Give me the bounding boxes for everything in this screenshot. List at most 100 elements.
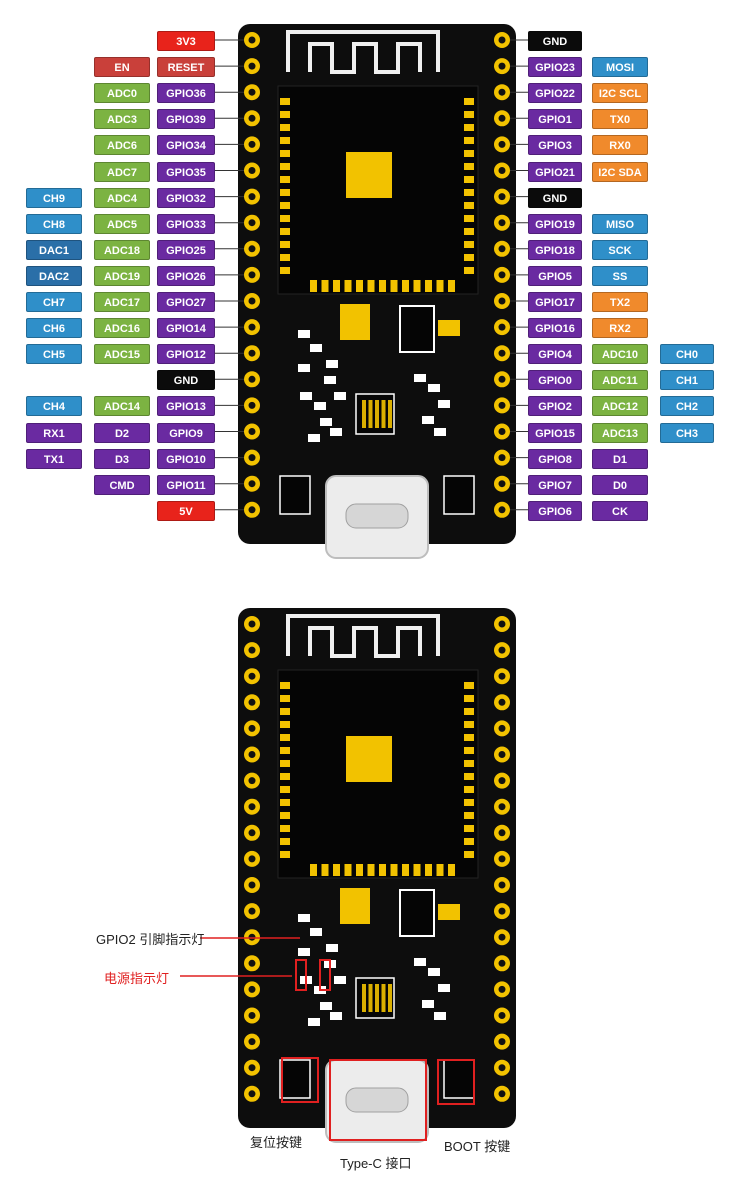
header-pin-hole — [498, 114, 506, 122]
left-pin-label: GPIO13 — [157, 396, 215, 417]
left-func-label: RX1 — [26, 422, 82, 443]
right-pin-label: GPIO23 — [528, 57, 582, 78]
chip-pad — [362, 984, 366, 1012]
reset-button-highlight — [281, 1057, 319, 1103]
header-pin-hole — [498, 698, 506, 706]
header-pin-hole — [248, 829, 256, 837]
antenna-trace — [286, 30, 440, 74]
smd-component — [330, 1012, 342, 1020]
right-pin-label: GPIO19 — [528, 213, 582, 234]
header-pin-hole — [498, 751, 506, 758]
right-func-label: ADC11 — [592, 370, 648, 391]
header-pin-hole — [248, 428, 256, 435]
left-pin-label: GPIO26 — [157, 265, 215, 286]
regulator-chip — [399, 889, 435, 937]
module-pad — [413, 280, 421, 292]
module-pad — [464, 254, 474, 261]
module-pad — [280, 267, 290, 274]
header-pin-hole — [498, 167, 506, 174]
smd-component — [330, 428, 342, 436]
gpio2-led-highlight — [319, 959, 331, 991]
module-pad — [280, 721, 290, 728]
module-pad — [464, 773, 474, 780]
module-pad — [464, 747, 474, 754]
header-pin-hole — [248, 1090, 256, 1098]
boot-button-label: BOOT 按键 — [444, 1139, 511, 1154]
smd-component — [298, 948, 310, 956]
right-func-label: TX2 — [592, 292, 648, 312]
right-func-label: D1 — [592, 448, 648, 469]
header-pin-hole — [498, 1038, 506, 1046]
header-pin-hole — [248, 36, 256, 44]
module-pad — [464, 189, 474, 196]
power-led-highlight — [295, 959, 307, 991]
module-pad — [390, 864, 398, 876]
left-func-label: DAC1 — [26, 239, 82, 260]
reset-button — [279, 475, 311, 515]
left-pin-label: 5V — [157, 500, 215, 521]
module-pad — [464, 241, 474, 248]
usb-c-port — [345, 503, 409, 529]
header-pin-hole — [248, 1064, 256, 1072]
chip-pad — [381, 400, 386, 428]
module-pad — [464, 760, 474, 767]
module-pad — [448, 864, 455, 876]
header-pin-hole — [498, 985, 506, 993]
boot-button — [443, 475, 475, 515]
right-func-label: TX0 — [592, 109, 648, 130]
left-func-label: ADC5 — [94, 213, 150, 234]
left-pin-label: GPIO25 — [157, 239, 215, 260]
header-pin-hole — [498, 959, 506, 967]
module-pad — [356, 280, 363, 292]
header-pin-hole — [248, 401, 256, 409]
header-pin-hole — [498, 480, 506, 488]
right-func-label: CH0 — [660, 344, 714, 365]
right-pin-label: GPIO0 — [528, 370, 582, 391]
usb-port-highlight — [329, 1059, 427, 1141]
right-func-label: ADC10 — [592, 344, 648, 365]
header-pin-hole — [498, 88, 506, 96]
header-pin-hole — [248, 620, 256, 628]
smd-component — [334, 392, 346, 400]
module-pad — [333, 280, 340, 292]
gpio2-led-label: GPIO2 引脚指示灯 — [96, 932, 205, 947]
smd-component — [310, 928, 322, 936]
right-pin-label: GPIO8 — [528, 448, 582, 469]
module-pad — [464, 163, 474, 170]
right-pin-label: GND — [528, 187, 582, 208]
right-pin-label: GPIO16 — [528, 318, 582, 339]
header-pin-hole — [248, 140, 256, 148]
module-pad — [280, 838, 290, 845]
module-pad — [356, 864, 363, 876]
callout-lines — [180, 39, 528, 1141]
left-func-label: ADC19 — [94, 265, 150, 286]
usb-c-port — [345, 1087, 409, 1113]
right-func-label: CK — [592, 500, 648, 521]
header-pin-hole — [248, 646, 256, 654]
smd-component — [438, 400, 450, 408]
smd-component — [320, 1002, 332, 1010]
smd-component — [414, 374, 426, 382]
header-pin-hole — [248, 855, 256, 863]
left-pin-label: GPIO33 — [157, 213, 215, 234]
smd-component — [438, 984, 450, 992]
header-pin-hole — [248, 349, 256, 357]
left-func-label: D3 — [94, 448, 150, 469]
module-pad — [390, 280, 398, 292]
smd-component — [298, 364, 310, 372]
header-pin-hole — [248, 323, 256, 331]
header-pin-hole — [248, 777, 256, 785]
right-func-label: MISO — [592, 213, 648, 234]
header-pin-hole — [248, 480, 256, 488]
module-pad — [464, 786, 474, 793]
smd-component — [422, 416, 434, 424]
header-pin-hole — [498, 349, 506, 357]
header-pin-hole — [498, 1064, 506, 1072]
smd-component — [414, 958, 426, 966]
header-pin-hole — [248, 803, 256, 811]
module-pad — [464, 267, 474, 274]
power-led-label: 电源指示灯 — [104, 971, 170, 986]
header-pin-hole — [248, 219, 256, 227]
header-pin-hole — [498, 506, 506, 514]
header-pin-hole — [248, 751, 256, 758]
